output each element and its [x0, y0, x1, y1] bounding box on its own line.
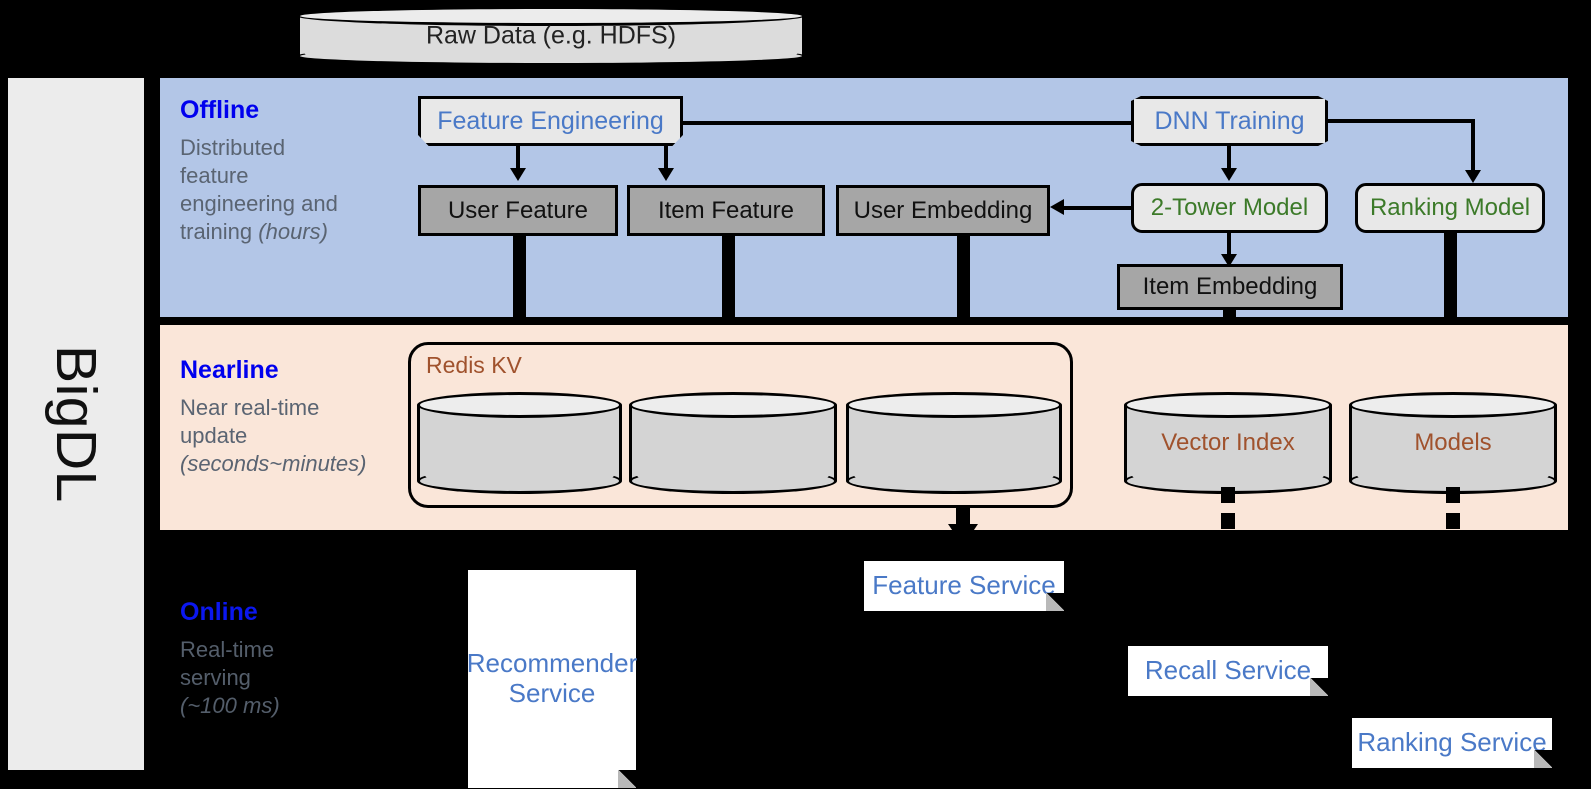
models-store[interactable]: Models [1349, 392, 1557, 494]
offline-stage-description: Distributed feature engineering and trai… [180, 134, 395, 247]
cylinder-top-icon [846, 392, 1062, 418]
recommender-service-label-l1: Recommender [466, 648, 638, 679]
cylinder-top-icon [297, 6, 805, 26]
vector-index-store[interactable]: Vector Index [1124, 392, 1332, 494]
ranking-model-node[interactable]: Ranking Model [1355, 183, 1545, 233]
user-embedding-node[interactable]: User Embedding [836, 185, 1050, 236]
dashed-stub-vectorindex-2 [1221, 513, 1235, 529]
nearline-stage-title: Nearline [180, 356, 279, 384]
redis-kv-container [408, 342, 1073, 508]
user-embedding-store[interactable] [846, 392, 1062, 494]
arrowhead-twotower-itemembedding-icon [1221, 254, 1237, 267]
offline-desc-l4: training [180, 219, 259, 245]
feature-engineering-node[interactable]: Feature Engineering [418, 96, 683, 146]
recommender-service-label: Recommender Service [466, 648, 638, 709]
user-feature-node[interactable]: User Feature [418, 185, 618, 236]
connector-twotower-userembedding [1064, 206, 1134, 210]
offline-stage-text: Offline Distributed feature engineering … [180, 96, 395, 247]
online-desc-emphasis: (~100 ms) [180, 693, 280, 719]
arrowhead-dnn-twotower-icon [1221, 168, 1237, 181]
item-feature-store[interactable] [629, 392, 837, 494]
raw-data-store: Raw Data (e.g. HDFS) [297, 6, 805, 66]
cylinder-top-icon [629, 392, 837, 418]
offline-desc-emphasis: (hours) [258, 219, 328, 245]
nearline-stage-description: Near real-time update (seconds~minutes) [180, 394, 410, 478]
online-stage-text: Online Real-time serving (~100 ms) [180, 598, 410, 720]
ranking-model-label: Ranking Model [1369, 194, 1531, 221]
arrowhead-twotower-userembedding-icon [1050, 199, 1064, 215]
online-stage-description: Real-time serving (~100 ms) [180, 636, 410, 720]
offline-desc-l1: Distributed [180, 135, 286, 160]
nearline-desc-emphasis: (seconds~minutes) [180, 451, 367, 477]
online-desc-l1: Real-time [180, 637, 275, 662]
cylinder-top-icon [1349, 392, 1557, 418]
cylinder-bottom-icon [846, 468, 1062, 494]
redis-kv-label: Redis KV [426, 352, 522, 378]
dashed-stub-vectorindex [1221, 487, 1235, 503]
cylinder-bottom-icon [417, 468, 622, 494]
bigdl-label: BigDL [44, 345, 108, 503]
offline-desc-l3: engineering and [180, 191, 338, 217]
raw-data-label: Raw Data (e.g. HDFS) [425, 21, 677, 50]
models-label: Models [1414, 429, 1492, 456]
recommender-service-label-l2: Service [508, 678, 596, 708]
dashed-stub-featureservice [956, 508, 970, 524]
cylinder-bottom-icon [629, 468, 837, 494]
offline-stage-title: Offline [180, 96, 260, 124]
online-stage-title: Online [180, 598, 258, 626]
recommender-service-node[interactable]: Recommender Service [466, 570, 638, 788]
arrowhead-dnn-ranking-icon [1465, 170, 1481, 183]
offline-desc-l2: feature [180, 163, 249, 189]
connector-twotower-itemembedding [1227, 233, 1231, 257]
recall-service-node[interactable]: Recall Service [1128, 646, 1328, 696]
cylinder-top-icon [1124, 392, 1332, 418]
item-feature-node[interactable]: Item Feature [627, 185, 825, 236]
dashed-stub-models-2 [1446, 513, 1460, 529]
connector-dnn-ranking-v [1471, 119, 1475, 174]
two-tower-model-node[interactable]: 2-Tower Model [1131, 183, 1328, 233]
nearline-desc-l2: update [180, 423, 248, 449]
connector-dnn-twotower [1227, 146, 1231, 170]
nearline-desc-l1: Near real-time [180, 395, 320, 420]
cylinder-bottom-icon [297, 46, 805, 66]
connector-fe-userfeature [516, 146, 520, 172]
connector-fe-dnn [683, 121, 1145, 125]
connector-dnn-ranking-h [1328, 119, 1474, 123]
two-tower-model-label: 2-Tower Model [1150, 194, 1309, 221]
nearline-stage-text: Nearline Near real-time update (seconds~… [180, 356, 410, 478]
connector-fe-itemfeature [664, 146, 668, 172]
cylinder-top-icon [417, 392, 622, 418]
online-desc-l2: serving [180, 665, 251, 691]
item-embedding-node[interactable]: Item Embedding [1117, 264, 1343, 310]
bigdl-framework-rail: BigDL [6, 76, 146, 772]
feature-service-node[interactable]: Feature Service [864, 561, 1064, 611]
user-feature-store[interactable] [417, 392, 622, 494]
vector-index-label: Vector Index [1161, 429, 1295, 456]
arrowhead-fe-itemfeature-icon [658, 168, 674, 181]
arrowhead-fe-userfeature-icon [510, 168, 526, 181]
dashed-stub-models [1446, 487, 1460, 503]
ranking-service-node[interactable]: Ranking Service [1352, 718, 1552, 768]
dnn-training-node[interactable]: DNN Training [1131, 96, 1328, 146]
